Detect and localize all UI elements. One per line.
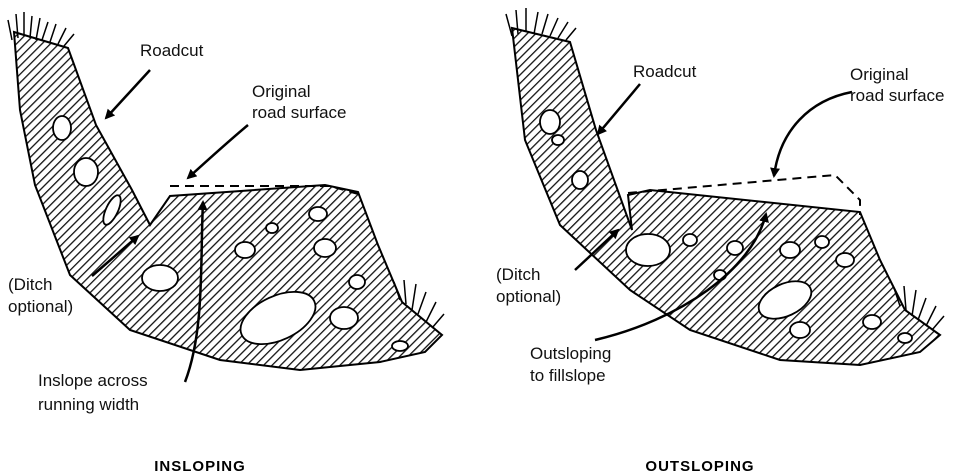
insloping-soil-body xyxy=(14,32,442,370)
insloping-original-surface-arrow xyxy=(188,125,248,178)
insloping-caption: INSLOPING xyxy=(154,458,246,475)
outsloping-outslope-label-1: Outsloping xyxy=(530,344,611,363)
insloping-original-label-1: Original xyxy=(252,82,311,101)
outsloping-panel: Roadcut Original road surface (Ditch opt… xyxy=(496,8,945,475)
insloping-panel: Roadcut Original road surface (Ditch opt… xyxy=(8,12,444,475)
outsloping-ditch-label-2: optional) xyxy=(496,287,561,306)
insloping-roadcut-label: Roadcut xyxy=(140,41,204,60)
outsloping-original-surface-arrow xyxy=(774,92,852,176)
insloping-ditch-label-2: optional) xyxy=(8,297,73,316)
insloping-ditch-label-1: (Ditch xyxy=(8,275,52,294)
insloping-inslope-label-2: running width xyxy=(38,395,139,414)
outsloping-outslope-label-2: to fillslope xyxy=(530,366,606,385)
outsloping-roadcut-arrow xyxy=(598,84,640,134)
outsloping-caption: OUTSLOPING xyxy=(645,458,754,475)
outsloping-roadcut-label: Roadcut xyxy=(633,62,697,81)
outsloping-original-label-2: road surface xyxy=(850,86,945,105)
insloping-roadcut-arrow xyxy=(106,70,150,118)
outsloping-ditch-label-1: (Ditch xyxy=(496,265,540,284)
insloping-original-label-2: road surface xyxy=(252,103,347,122)
outsloping-original-label-1: Original xyxy=(850,65,909,84)
insloping-inslope-label-1: Inslope across xyxy=(38,371,148,390)
